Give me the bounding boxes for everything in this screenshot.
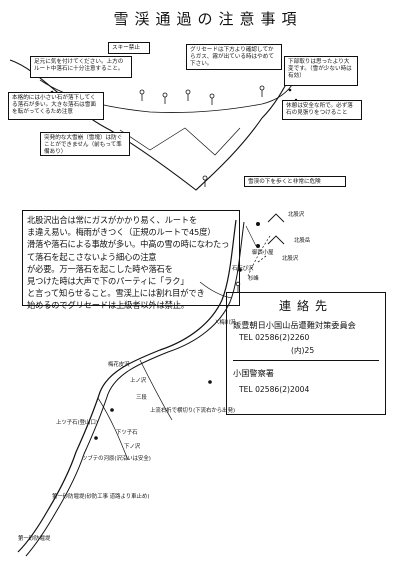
map-label-daiichi: 第一砂防堰堤	[18, 536, 51, 542]
contact-tel-1-ext: (内)25	[291, 346, 315, 355]
note-rest: 休憩は安全な所で。必ず落石の見張りをつけること	[282, 100, 362, 120]
note-descent: 下部取りは思ったより大変です。（雪が少ない時は有効）	[284, 56, 358, 86]
contact-divider	[233, 360, 379, 361]
map-label-kanmaru-tsuuro: 上流右折で横切り(下流右から出発)	[150, 408, 236, 414]
contact-org-1: 飯豊朝日小国山岳遭難対策委員会	[233, 320, 356, 330]
map-label-gozenbatake: 御西小屋	[252, 250, 274, 256]
map-label-ichi-note: 第一砂防堰堤(砂防工事 道路より車止め)	[52, 494, 150, 500]
map-label-shimo-dai: 下ノ沢	[124, 444, 141, 450]
map-label-upper-trail: 上ツ子石(登山口)	[56, 420, 98, 426]
map-label-iriguchi: 入梅川沢	[214, 320, 236, 326]
note-glissade: グリセードは下方より確認してからガス、霧が出ている時はやめて下さい。	[186, 44, 282, 70]
map-label-ishikari: 石転び沢	[232, 266, 254, 272]
map-label-sanba: 三段	[136, 395, 147, 401]
contact-tel-1: TEL 02586(2)2260	[239, 333, 310, 342]
map-label-kitamata-dake: 北股岳	[294, 238, 311, 244]
map-label-lower-trail: 下ツ子石	[116, 430, 138, 436]
map-label-nagaoka: 梅花皮沢	[108, 362, 130, 368]
contact-box: 連絡先 飯豊朝日小国山岳遭難対策委員会 TEL 02586(2)2260 (内)…	[226, 292, 386, 415]
page-title: 雪渓通過の注意事項	[113, 10, 303, 28]
note-under-snow: 雪渓の下を歩くと非常に危険	[244, 176, 346, 187]
note-footing: 足元に気を付けてください。上方のルート中落石に十分注意すること。	[30, 56, 132, 78]
note-avalanche: 突発的な大雪崩（雪塊）は防ぐことができません（前もって準備あり）	[40, 132, 130, 156]
map-label-kitamata-sawa: 北股沢	[288, 212, 305, 218]
note-rockfall-type: 本格的には小さい石が落下してくる落石が多い。大きな落石は雪面を転がってくるため注…	[8, 92, 104, 120]
contact-org-2: 小国警察署	[233, 368, 274, 378]
note-ski-prohibited: スキー禁止	[108, 42, 150, 54]
map-label-suzumine: 杉峰	[248, 276, 259, 282]
map-label-kamidai: 上ノ沢	[130, 378, 147, 384]
map-label-suzuki-note: ツブテの河原(沢沿いは安全)	[82, 456, 151, 462]
warning-paragraph: 北股沢出合は常にガスがかかり易く、ルートを ま違え易い。梅雨がきつく（正規のルー…	[22, 210, 240, 310]
map-label-kitamata-sawa-2: 北股沢	[282, 256, 299, 262]
contact-title: 連絡先	[278, 299, 333, 313]
contact-tel-2: TEL 02586(2)2004	[239, 385, 310, 394]
